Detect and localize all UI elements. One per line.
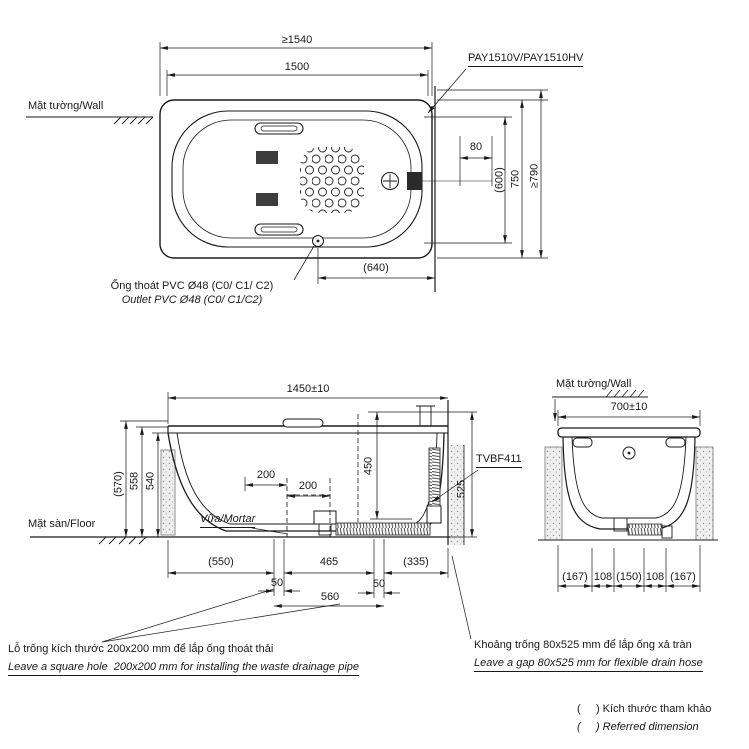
hole-note-vi: Lỗ trống kích thước 200x200 mm để lắp ốn…	[8, 643, 274, 655]
overflow-column	[416, 405, 435, 426]
dim-167-left-label: (167)	[562, 571, 588, 583]
grab-bar-bottom	[254, 223, 304, 236]
wall-section-side	[450, 445, 464, 545]
dim-570-label: (570)	[112, 471, 125, 497]
drain-trap	[313, 510, 337, 525]
model-leader	[427, 68, 467, 114]
grab-bar-side	[282, 418, 324, 428]
drain-fitting-end	[613, 517, 628, 532]
dim-108-right-label: 108	[645, 571, 665, 583]
dim-465-label: 465	[319, 556, 339, 568]
dim-50-left-label: 50	[270, 577, 284, 589]
support-right-end	[695, 446, 714, 541]
floor-label: Mặt sàn/Floor	[28, 518, 96, 530]
dim-80-label: 80	[469, 141, 483, 153]
outlet-note-vi: Ống thoát PVC Ø48 (C0/ C1/ C2)	[110, 280, 274, 292]
dim-200-offset-label: 200	[256, 469, 276, 481]
drain-hose-vertical	[428, 447, 441, 507]
drain-hose-end	[627, 523, 663, 536]
tub-shell-outer-end	[562, 436, 696, 530]
wall-hatch-top	[113, 116, 154, 125]
drain-hose-horizontal	[335, 522, 431, 536]
support-block	[160, 449, 176, 536]
dim-1450-label: 1450±10	[286, 383, 330, 395]
dim-150-label: (150)	[616, 571, 642, 583]
dim-525-label: 525	[455, 479, 468, 499]
side-view-drawing	[30, 392, 479, 643]
wall-label-end: Mặt tường/Wall	[556, 378, 632, 390]
outlet-leader	[293, 245, 315, 281]
dim-length-label: 1500	[284, 61, 310, 73]
hole-note-en: Leave a square hole 200x200 mm for insta…	[8, 661, 360, 676]
dim-750-label: 750	[509, 169, 522, 189]
referred-dimension-vi: ( ) Kích thước tham khảo	[577, 703, 712, 715]
armrest-pad-lower	[256, 193, 278, 206]
dim-700-label: 700±10	[610, 401, 648, 413]
dim-450-label: 450	[362, 456, 375, 476]
dim-540-label: 540	[144, 471, 157, 491]
ext-lines-top	[159, 42, 433, 96]
support-left-end	[544, 446, 563, 541]
tub-shell-inner	[176, 432, 438, 525]
armrest-pad-upper	[256, 151, 278, 164]
tub-outline-plan	[159, 99, 433, 259]
gap-note-vi: Khoảng trống 80x525 mm để lắp ống xả trà…	[474, 639, 692, 651]
dim-550-label: (550)	[208, 556, 234, 568]
drain-elbow	[426, 505, 442, 524]
wall-hatch-end	[605, 389, 645, 398]
dim-335-label: (335)	[403, 556, 429, 568]
dim-560-label: 560	[320, 591, 340, 603]
dim-640-label: (640)	[363, 262, 389, 274]
dim-50-right-label: 50	[372, 578, 386, 590]
dim-558-label: 558	[128, 471, 141, 491]
overflow-drain-end	[622, 446, 636, 460]
overflow-drain-plan	[380, 171, 400, 191]
tub-shell-outer	[167, 432, 445, 532]
valve-leader	[431, 469, 479, 503]
hole-note-leaders	[101, 588, 341, 643]
grab-bar-top	[254, 122, 304, 135]
floor-hatch	[98, 536, 147, 545]
tub-basin-end	[571, 436, 687, 519]
grab-bar-right-end	[665, 437, 686, 448]
tub-basin-plan	[182, 119, 412, 239]
gap-note-en: Leave a gap 80x525 mm for flexible drain…	[474, 657, 703, 672]
valve-model-label: TVBF411	[476, 453, 522, 468]
mortar-label: Vữa/Mortar	[200, 513, 256, 528]
referred-dimension-en: ( ) Referred dimension	[577, 721, 699, 733]
tub-rim-end	[557, 427, 701, 438]
wall-label-top: Mặt tường/Wall	[28, 100, 104, 112]
dim-600-label: (600)	[493, 167, 506, 193]
dim-790-label: ≥790	[528, 163, 541, 189]
anti-slip-pattern	[300, 147, 364, 213]
grab-bar-left-end	[572, 437, 593, 448]
model-label: PAY1510V/PAY1510HV	[468, 52, 584, 67]
dim-200-hole-label: 200	[298, 480, 318, 492]
mortar-leader	[251, 527, 289, 535]
outlet-note-en: Outlet PVC Ø48 (C0/ C1/C2)	[121, 294, 263, 306]
dim-167-right-label: (167)	[670, 571, 696, 583]
gap-note-leader	[451, 555, 472, 640]
end-view-drawing	[538, 389, 718, 592]
dim-108-left-label: 108	[593, 571, 613, 583]
dim-min-length-label: ≥1540	[281, 34, 313, 46]
wall-fixture	[407, 172, 422, 190]
top-view-drawing	[26, 42, 548, 292]
